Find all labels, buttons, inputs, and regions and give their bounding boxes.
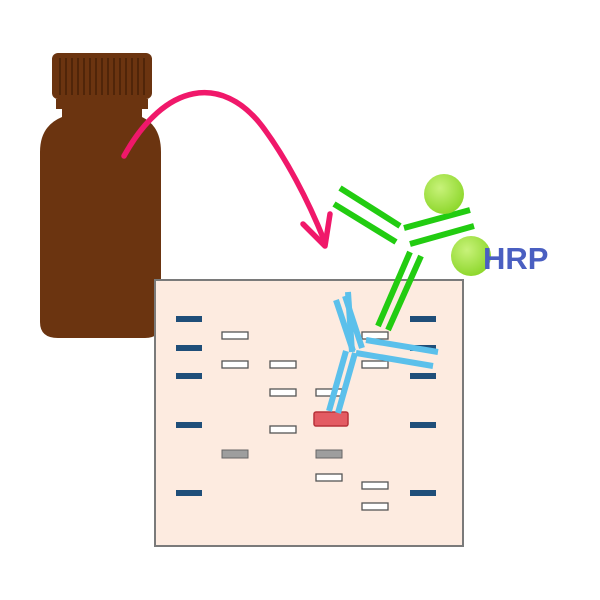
secondary-antibody-icon xyxy=(332,185,475,332)
marker-ladder-left xyxy=(176,316,202,496)
sample-band xyxy=(315,473,343,482)
bottle-body xyxy=(40,109,161,338)
sample-band xyxy=(269,360,297,369)
arrow-shaft xyxy=(121,90,327,243)
secondary-antibody-stem xyxy=(385,254,424,332)
marker-band xyxy=(410,373,436,379)
bottle-cap-ridges xyxy=(59,58,145,95)
blot-membrane-icon xyxy=(154,279,464,547)
curved-arrow-icon xyxy=(121,90,333,249)
grey-bands xyxy=(221,449,343,459)
marker-band xyxy=(176,490,202,496)
marker-band xyxy=(176,316,202,322)
primary-antibody-arm xyxy=(365,337,439,355)
secondary-antibody-arm xyxy=(332,201,398,245)
sample-band xyxy=(315,388,343,397)
sample-band xyxy=(361,360,389,369)
secondary-antibody-stem xyxy=(375,250,413,328)
sample-band xyxy=(269,425,297,434)
bottle-neck-ring xyxy=(56,99,148,109)
membrane-sheet xyxy=(154,279,464,547)
sample-band xyxy=(361,481,389,490)
marker-band xyxy=(176,373,202,379)
marker-band xyxy=(410,422,436,428)
sample-bands xyxy=(221,331,389,511)
primary-antibody-icon xyxy=(326,291,439,414)
sample-band xyxy=(361,502,389,511)
primary-antibody-arm xyxy=(355,350,434,369)
sample-band xyxy=(221,331,249,340)
secondary-antibody-arm xyxy=(409,223,475,247)
sample-band xyxy=(269,388,297,397)
grey-band xyxy=(221,449,249,459)
marker-band xyxy=(176,345,202,351)
marker-band xyxy=(410,490,436,496)
primary-antibody-stem xyxy=(326,350,349,412)
secondary-antibody-arm xyxy=(403,207,471,231)
primary-antibody-stem xyxy=(335,352,358,414)
arrow-head xyxy=(300,211,333,249)
sample-band xyxy=(221,360,249,369)
hrp-enzyme xyxy=(451,236,491,276)
target-protein-band xyxy=(313,411,349,427)
primary-antibody-arm xyxy=(345,291,355,353)
hrp-enzyme-icon xyxy=(424,174,491,276)
marker-band xyxy=(410,316,436,322)
hrp-enzyme xyxy=(424,174,464,214)
secondary-antibody-arm xyxy=(338,185,402,229)
sample-band xyxy=(361,331,389,340)
grey-band xyxy=(315,449,343,459)
hrp-label: HRP xyxy=(483,241,548,276)
reagent-bottle-icon xyxy=(40,53,161,338)
marker-band xyxy=(176,422,202,428)
